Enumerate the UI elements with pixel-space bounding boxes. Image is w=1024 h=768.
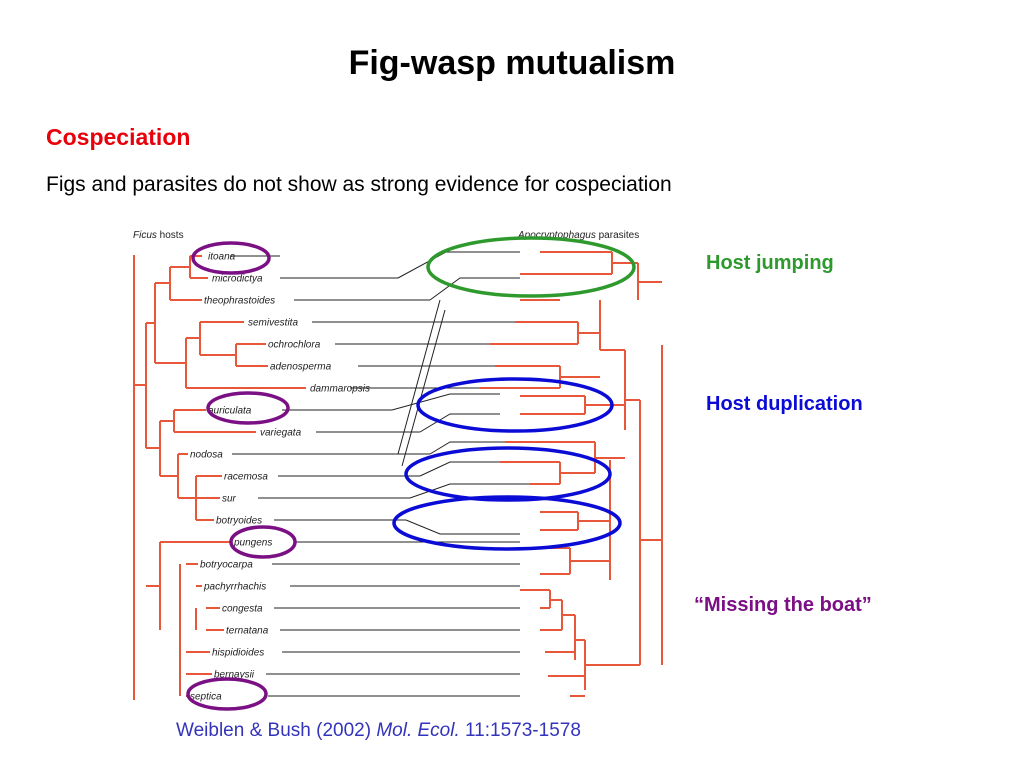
parasite-branch-6 [540,460,611,580]
host-tip-nodosa: nodosa [190,450,223,461]
host-tip-auriculata: auriculata [208,406,252,417]
host-tip-ternatana: ternatana [226,626,269,637]
parasite-branch-1 [520,251,639,300]
host-tip-hispidioides: hispidioides [212,648,264,659]
host-branch-7 [133,255,161,700]
host-tree-header: Ficus hosts [133,230,184,241]
host-tip-microdictya: microdictya [212,274,263,285]
host-tip-adenosperma: adenosperma [270,362,332,373]
host-jumping-circle [426,236,636,298]
host-tip-botryocarpa: botryocarpa [200,560,253,571]
host-branch-1 [170,255,208,279]
citation: Weiblen & Bush (2002) Mol. Ecol. 11:1573… [176,720,581,742]
host-tip-racemosa: racemosa [224,472,268,483]
host-tip-itoana: itoana [208,252,236,263]
host-circle-auriculata [206,391,290,425]
host-tip-septica: septica [190,692,222,703]
association-link-8 [419,413,500,433]
host-tip-ochrochlora: ochrochlora [268,340,321,351]
parasite-branch-8 [520,589,575,631]
section-heading: Cospeciation [46,124,191,150]
host-tip-bernaysii: bernaysii [214,670,255,681]
host-tip-sur: sur [222,494,237,505]
host-branch-4 [146,283,306,389]
association-link-14 [397,299,441,455]
host-branch-6 [160,453,222,521]
annotation-circles [186,236,636,711]
parasite-branch-4 [520,350,626,430]
host-branch-5 [160,409,256,433]
parasite-suffix: parasites [596,230,639,241]
citation-authors: Weiblen & Bush (2002) [176,720,377,741]
parasite-tree [480,251,663,697]
parasite-branch-3 [480,349,625,389]
association-link-15 [401,309,446,467]
parasite-genus: Apocryptophagus [517,230,596,241]
citation-ref: 11:1573-1578 [459,720,581,741]
body-text: Figs and parasites do not show as strong… [46,173,672,196]
host-circle-pungens [229,525,297,559]
association-link-12 [405,519,520,535]
host-suffix: hosts [157,230,184,241]
association-link-7 [391,393,500,411]
host-jumping-label: Host jumping [706,252,834,274]
parasite-branch-7 [520,547,610,575]
association-link-11 [409,483,530,499]
host-tip-congesta: congesta [222,604,263,615]
host-tip-pachyrrhachis: pachyrrhachis [203,582,266,593]
host-branch-3 [186,321,268,367]
parasite-branch-10 [625,281,663,665]
host-tree [133,255,306,700]
host-duplication-circle-1 [416,377,614,433]
citation-journal: Mol. Ecol. [376,720,460,741]
host-duplication-circle-2 [404,446,612,502]
host-branch-2 [155,267,202,301]
association-links [230,251,530,697]
parasite-branch-5 [500,441,625,485]
parasite-branch-2 [490,299,601,350]
host-circle-itoana [191,241,271,275]
host-tip-pungens: pungens [233,538,272,549]
parasite-branch-9 [545,615,640,697]
page-title: Fig-wasp mutualism [348,44,676,82]
host-genus: Ficus [133,230,157,241]
association-link-10 [419,461,500,477]
host-tip-labels: itoana microdictya theophrastoides semivest… [190,252,370,703]
host-tip-variegata: variegata [260,428,302,439]
host-branch-8 [160,541,232,631]
missing-the-boat-label: “Missing the boat” [694,594,872,616]
association-link-1 [397,251,520,279]
host-tip-dammaropsis: dammaropsis [310,384,370,395]
host-tip-botryoides: botryoides [216,516,262,527]
host-tip-semivestita: semivestita [248,318,298,329]
association-link-9 [429,441,505,455]
host-duplication-label: Host duplication [706,393,863,415]
host-circle-septica [186,677,268,711]
association-link-2 [429,277,520,301]
host-tip-theophrastoides: theophrastoides [204,296,275,307]
parasite-tree-header: Apocryptophagus parasites [517,230,639,241]
host-duplication-circle-3 [392,495,622,551]
